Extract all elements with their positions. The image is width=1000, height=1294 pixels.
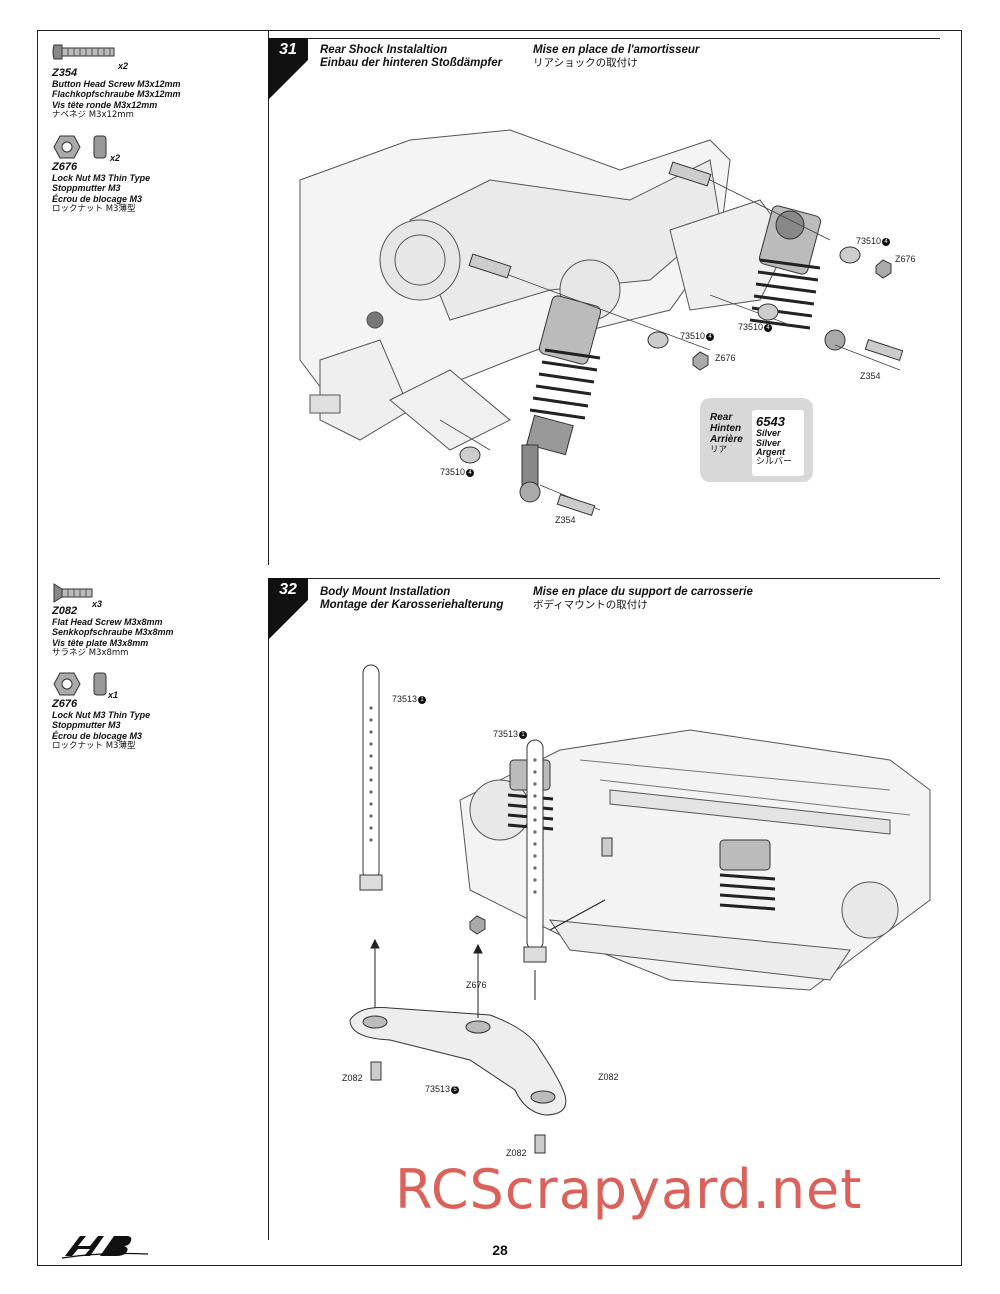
- part-name-de: Stoppmutter M3: [52, 720, 121, 730]
- part-name-fr: Vis tête ronde M3x12mm: [52, 99, 158, 110]
- title-jp: ボディマウントの取付け: [533, 599, 648, 611]
- title-jp: リアショックの取付け: [533, 57, 638, 69]
- title-en: Body Mount Installation: [320, 586, 451, 598]
- step-badge-31: [268, 38, 308, 100]
- part-code: Z354: [52, 67, 78, 79]
- title-de: Montage der Karosseriehalterung: [320, 599, 504, 611]
- title-fr: Mise en place de l'amortisseur: [533, 44, 700, 56]
- color-en: Silver: [756, 428, 781, 438]
- part-code: Z676: [52, 698, 78, 710]
- lock-nut-icon: [53, 135, 107, 159]
- part-info-z354: Z354 Button Head Screw M3x12mm Flachkopf…: [52, 66, 181, 121]
- label-hinten: Hinten: [710, 423, 742, 434]
- label-text: 73513: [392, 694, 418, 704]
- step-title-en-de: Rear Shock Instalaltion Einbau der hinte…: [320, 44, 502, 70]
- part-name-de: Senkkopfschraube M3x8mm: [52, 627, 174, 637]
- divider-step31: [268, 30, 269, 565]
- part-label: Z082: [342, 1073, 363, 1083]
- rear-shock-illustration: [299, 129, 904, 516]
- divider-step32: [268, 578, 269, 1240]
- part-name-en: Lock Nut M3 Thin Type: [52, 172, 151, 183]
- part-name-fr: Écrou de blocage M3: [52, 730, 143, 741]
- label-text: 73510: [680, 331, 706, 341]
- part-label: Z676: [466, 980, 487, 990]
- label-text: 73510: [856, 236, 882, 246]
- circled-number: 4: [882, 237, 891, 246]
- part-name-en: Button Head Screw M3x12mm: [52, 78, 181, 89]
- part-info-z676: Z676 Lock Nut M3 Thin Type Stoppmutter M…: [52, 160, 150, 215]
- part-name-jp: ロックナット M3薄型: [52, 204, 136, 214]
- part-name-de: Flachkopfschraube M3x12mm: [52, 89, 181, 99]
- spring-color-card: 6543 Silver Silver Argent シルバー: [752, 410, 804, 476]
- circled-number: 5: [451, 1085, 460, 1094]
- part-name-fr: Vis tête plate M3x8mm: [52, 637, 149, 648]
- circled-number: 1: [418, 695, 427, 704]
- part-qty: x3: [92, 599, 103, 609]
- page-number: 28: [492, 1242, 508, 1258]
- part-qty: x2: [118, 61, 129, 71]
- step-title-fr-jp: Mise en place de l'amortisseur リアショックの取付…: [533, 44, 699, 70]
- label-text: 73513: [493, 729, 519, 739]
- button-head-screw-icon: [52, 44, 115, 60]
- label-text: 73513: [425, 1084, 451, 1094]
- part-name-en: Flat Head Screw M3x8mm: [52, 616, 163, 627]
- circled-number: 4: [706, 332, 715, 341]
- part-name-fr: Écrou de blocage M3: [52, 193, 143, 204]
- part-label: Z676: [715, 353, 736, 363]
- label-text: 73510: [440, 467, 466, 477]
- part-label: Z354: [555, 515, 576, 525]
- part-name-jp: ロックナット M3薄型: [52, 741, 136, 751]
- title-de: Einbau der hinteren Stoßdämpfer: [320, 57, 503, 69]
- step-number: 32: [279, 581, 297, 598]
- part-name-jp: サラネジ M3x8mm: [52, 648, 129, 658]
- label-rear: Rear: [710, 412, 733, 423]
- label-jp: リア: [710, 445, 728, 455]
- hb-logo-icon: [61, 1236, 149, 1259]
- lock-nut-icon: [53, 672, 107, 696]
- part-label: Z082: [598, 1072, 619, 1082]
- step-title-fr-jp: Mise en place du support de carrosserie …: [533, 586, 753, 612]
- part-label: Z354: [860, 371, 881, 381]
- watermark: RCScrapyard.net: [395, 1158, 863, 1221]
- step-badge-32: [268, 578, 308, 640]
- part-label: Z676: [895, 254, 916, 264]
- part-name-jp: ナベネジ M3x12mm: [52, 110, 134, 120]
- part-name-de: Stoppmutter M3: [52, 183, 121, 193]
- part-code: Z082: [52, 605, 78, 617]
- part-info-z082: Z082 Flat Head Screw M3x8mm Senkkopfschr…: [52, 604, 174, 659]
- body-mount-illustration: [349, 664, 931, 1154]
- title-fr: Mise en place du support de carrosserie: [533, 586, 753, 598]
- title-en: Rear Shock Instalaltion: [320, 44, 448, 56]
- step-title-en-de: Body Mount Installation Montage der Karo…: [320, 586, 503, 612]
- label-arriere: Arrière: [710, 434, 743, 445]
- page-frame: [37, 30, 962, 1266]
- spring-code: 6543: [756, 414, 785, 429]
- part-name-en: Lock Nut M3 Thin Type: [52, 709, 151, 720]
- shock-color-box: Rear Hinten Arrière リア 6543 Silver Silve…: [700, 398, 813, 482]
- color-fr: Argent: [756, 447, 785, 457]
- part-info-z676: Z676 Lock Nut M3 Thin Type Stoppmutter M…: [52, 697, 150, 752]
- rule-step31: [268, 38, 940, 39]
- rule-step32: [268, 578, 940, 579]
- circled-number: 1: [519, 730, 528, 739]
- color-de: Silver: [756, 437, 781, 448]
- part-qty: x1: [108, 690, 119, 700]
- circled-number: 4: [764, 323, 773, 332]
- part-code: Z676: [52, 161, 78, 173]
- step-number: 31: [279, 41, 297, 58]
- part-qty: x2: [110, 153, 121, 163]
- part-label: Z082: [506, 1148, 527, 1158]
- color-box-position: Rear Hinten Arrière リア: [710, 412, 743, 456]
- color-jp: シルバー: [756, 456, 793, 467]
- flat-head-screw-icon: [53, 583, 93, 603]
- label-text: 73510: [738, 322, 764, 332]
- circled-number: 4: [466, 468, 475, 477]
